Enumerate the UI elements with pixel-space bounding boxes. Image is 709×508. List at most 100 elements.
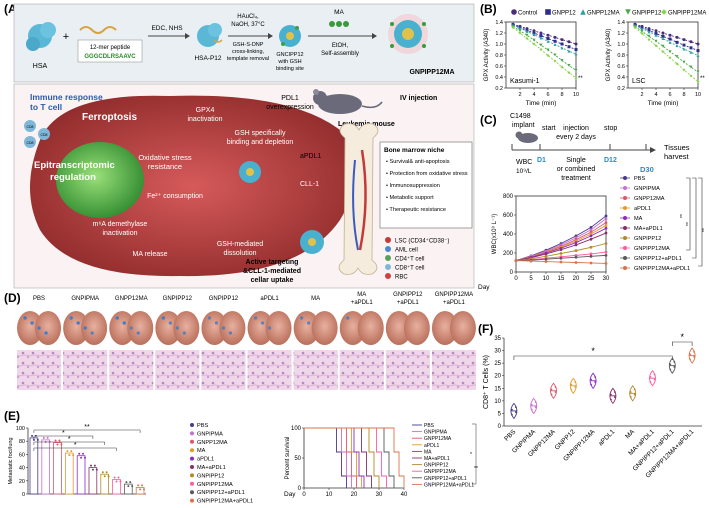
legend-label: GNPIPP12MA [634, 246, 670, 252]
x-tick-label: 10 [326, 492, 333, 498]
survival-curve [304, 427, 365, 488]
lung-image [265, 311, 292, 345]
metastasis-spot [346, 316, 350, 320]
data-point [544, 257, 548, 261]
y-tick-label: 0.8 [495, 53, 503, 59]
legend-marker [661, 9, 667, 15]
data-point [604, 262, 608, 265]
data-point [131, 485, 134, 488]
legend-label: GNPIPMA [424, 430, 448, 436]
survival-curve [304, 427, 352, 488]
hsa-label: HSA [33, 63, 48, 70]
metastasis-spot [307, 321, 311, 325]
legend-marker [625, 9, 631, 15]
data-point [604, 221, 608, 225]
data-point [689, 46, 693, 50]
data-point [54, 439, 57, 442]
to-t-cell-label: to T cell [30, 102, 62, 112]
panel-label-e: (E) [4, 409, 20, 423]
data-point [125, 481, 128, 484]
significance-mark: ** [700, 76, 705, 82]
data-point [36, 438, 39, 441]
panel-a: (A) HSA + 12-mer peptide GGGCDLRSAAVC ED… [4, 2, 475, 289]
data-point [604, 242, 608, 245]
data-point [539, 34, 543, 38]
timeline-treatment-3: treatment [561, 175, 591, 182]
legend-label: GNPIPP12 [632, 11, 662, 17]
data-point [117, 476, 120, 479]
x-tick-label: 0 [302, 492, 306, 498]
data-point [553, 53, 557, 57]
y-tick-label: 1.4 [617, 20, 625, 26]
lung-image [81, 311, 108, 345]
gncipp12-line-2: with GSH [277, 59, 301, 65]
m6a-line-1: m⁶A demethylase [93, 221, 148, 228]
data-point [525, 29, 529, 33]
metastasis-spot [260, 321, 265, 325]
step1-label: EDC, NHS [151, 25, 183, 32]
y-tick-label: 5 [498, 411, 502, 417]
data-point [515, 406, 517, 409]
step2-line-1: HAuCl₄, [237, 14, 259, 20]
legend-marker [545, 9, 551, 15]
y-axis-label: Metastatic foci/lung [8, 437, 14, 484]
niche-items: • Survival& anti-apoptosis• Protection f… [386, 159, 468, 213]
data-point [95, 468, 98, 471]
x-tick-label: 10 [543, 276, 550, 282]
data-point [614, 396, 616, 398]
data-point [550, 393, 553, 396]
data-point [534, 401, 537, 404]
legend-label: PBS [634, 176, 645, 182]
data-point [546, 37, 550, 40]
significance-mark: * [62, 430, 65, 437]
metastasis-spot [161, 316, 165, 320]
data-point [696, 42, 700, 46]
y-tick-label: 0.4 [617, 75, 625, 81]
timeline-harvest-1: Tissues [664, 143, 690, 152]
panel-c: (C) C1498 implant start injection every … [478, 113, 708, 291]
data-point [66, 450, 69, 453]
timeline-d30: D30 [640, 165, 654, 174]
data-point [633, 388, 636, 391]
m6a-line-2: inactivation [102, 230, 137, 237]
data-point [60, 443, 63, 446]
histology-image [63, 350, 108, 390]
nanoparticle-in-cell [239, 161, 324, 254]
data-point [574, 381, 577, 383]
data-point [574, 42, 578, 46]
y-tick-label: 10 [494, 399, 501, 405]
gsh-diss-line-1: GSH-mediated [217, 241, 263, 248]
legend-label: aPDL1 [424, 443, 440, 449]
y-tick-label: 35 [494, 336, 501, 342]
hsa-molecule [26, 22, 56, 51]
legend-label: GNPIPMA [197, 431, 223, 437]
data-point [518, 26, 522, 30]
y-axis-label: CD8⁺ T Cells (%) [483, 355, 490, 409]
lung-image [219, 311, 246, 345]
step3-line-1: GSH-S-DNP [233, 42, 264, 48]
lung-image [17, 311, 44, 345]
significance-mark: ** [686, 222, 692, 226]
data-point [570, 383, 573, 386]
legend-label: aPDL1 [197, 457, 214, 463]
timeline-stop: stop [604, 125, 617, 132]
cll1-label: CLL-1 [300, 181, 319, 188]
hsa-p12-molecule [197, 23, 223, 47]
bar [100, 473, 110, 495]
lung-image [311, 311, 338, 345]
y-tick-label: 0 [298, 486, 302, 492]
legend-marker [190, 448, 194, 453]
histology-image [293, 350, 338, 390]
metastasis-spot [207, 316, 212, 320]
significance-mark: * [680, 332, 684, 342]
metastasis-spot [175, 326, 179, 330]
data-point [640, 29, 644, 33]
data-point [647, 30, 651, 34]
niche-item: • Therapeutic resistance [386, 207, 446, 213]
data-point [534, 406, 537, 409]
cd8-label-1: CD8 [26, 125, 33, 129]
data-point [668, 50, 672, 54]
significance-mark: ** [680, 214, 686, 218]
y-tick-label: 0.2 [495, 86, 503, 92]
